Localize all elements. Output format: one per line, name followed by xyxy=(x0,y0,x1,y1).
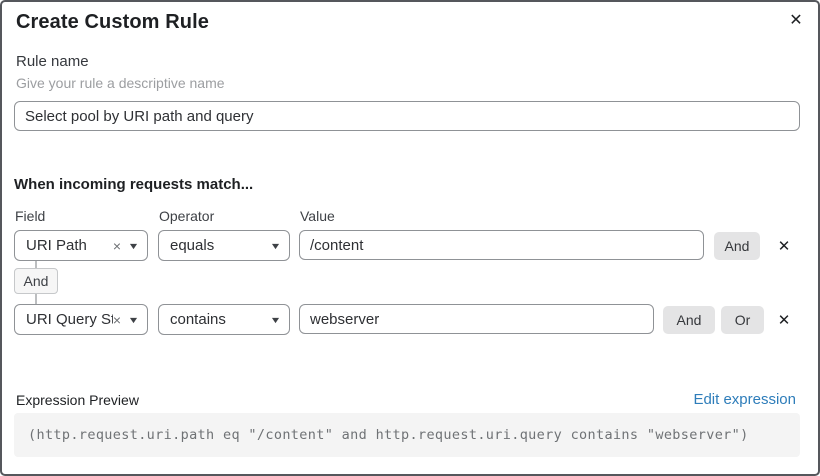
value-input-2[interactable] xyxy=(299,304,654,334)
remove-condition-icon-1[interactable]: ✕ xyxy=(777,238,791,255)
operator-select-2-value: contains xyxy=(170,311,226,328)
connector-line-top xyxy=(35,261,37,268)
add-or-condition-button-2[interactable]: Or xyxy=(721,306,764,334)
operator-select-1-value: equals xyxy=(170,237,215,254)
chevron-down-icon: ▼ xyxy=(127,314,140,325)
expression-code: (http.request.uri.path eq "/content" and… xyxy=(28,427,749,443)
field-select-1[interactable]: URI Path × ▼ xyxy=(14,230,148,261)
connector-line-bottom xyxy=(35,294,37,304)
clear-field-icon[interactable]: × xyxy=(112,237,122,254)
operator-column-label: Operator xyxy=(159,208,215,224)
operator-select-2[interactable]: contains ▼ xyxy=(158,304,290,335)
expression-preview-label: Expression Preview xyxy=(16,392,139,408)
rule-name-label: Rule name xyxy=(16,53,89,70)
clear-field-icon[interactable]: × xyxy=(112,311,122,328)
remove-condition-icon-2[interactable]: ✕ xyxy=(777,312,791,329)
edit-expression-link[interactable]: Edit expression xyxy=(693,391,796,408)
chevron-down-icon: ▼ xyxy=(269,314,282,325)
value-column-label: Value xyxy=(300,208,335,224)
page-title: Create Custom Rule xyxy=(16,11,209,33)
close-icon[interactable]: ✕ xyxy=(789,12,803,29)
chevron-down-icon: ▼ xyxy=(127,240,140,251)
add-and-condition-button-2[interactable]: And xyxy=(663,306,715,334)
field-select-2[interactable]: URI Query St... × ▼ xyxy=(14,304,148,335)
add-and-condition-button-1[interactable]: And xyxy=(714,232,760,260)
match-section-heading: When incoming requests match... xyxy=(14,176,254,193)
field-select-2-value: URI Query St... xyxy=(26,311,113,328)
value-input-1[interactable] xyxy=(299,230,704,260)
chevron-down-icon: ▼ xyxy=(269,240,282,251)
field-select-1-value: URI Path xyxy=(26,237,87,254)
rule-name-helper: Give your rule a descriptive name xyxy=(16,75,225,91)
operator-select-1[interactable]: equals ▼ xyxy=(158,230,290,261)
expression-code-block: (http.request.uri.path eq "/content" and… xyxy=(14,413,800,457)
rule-name-input[interactable] xyxy=(14,101,800,131)
and-connector-badge: And xyxy=(14,268,58,294)
field-column-label: Field xyxy=(15,208,46,224)
